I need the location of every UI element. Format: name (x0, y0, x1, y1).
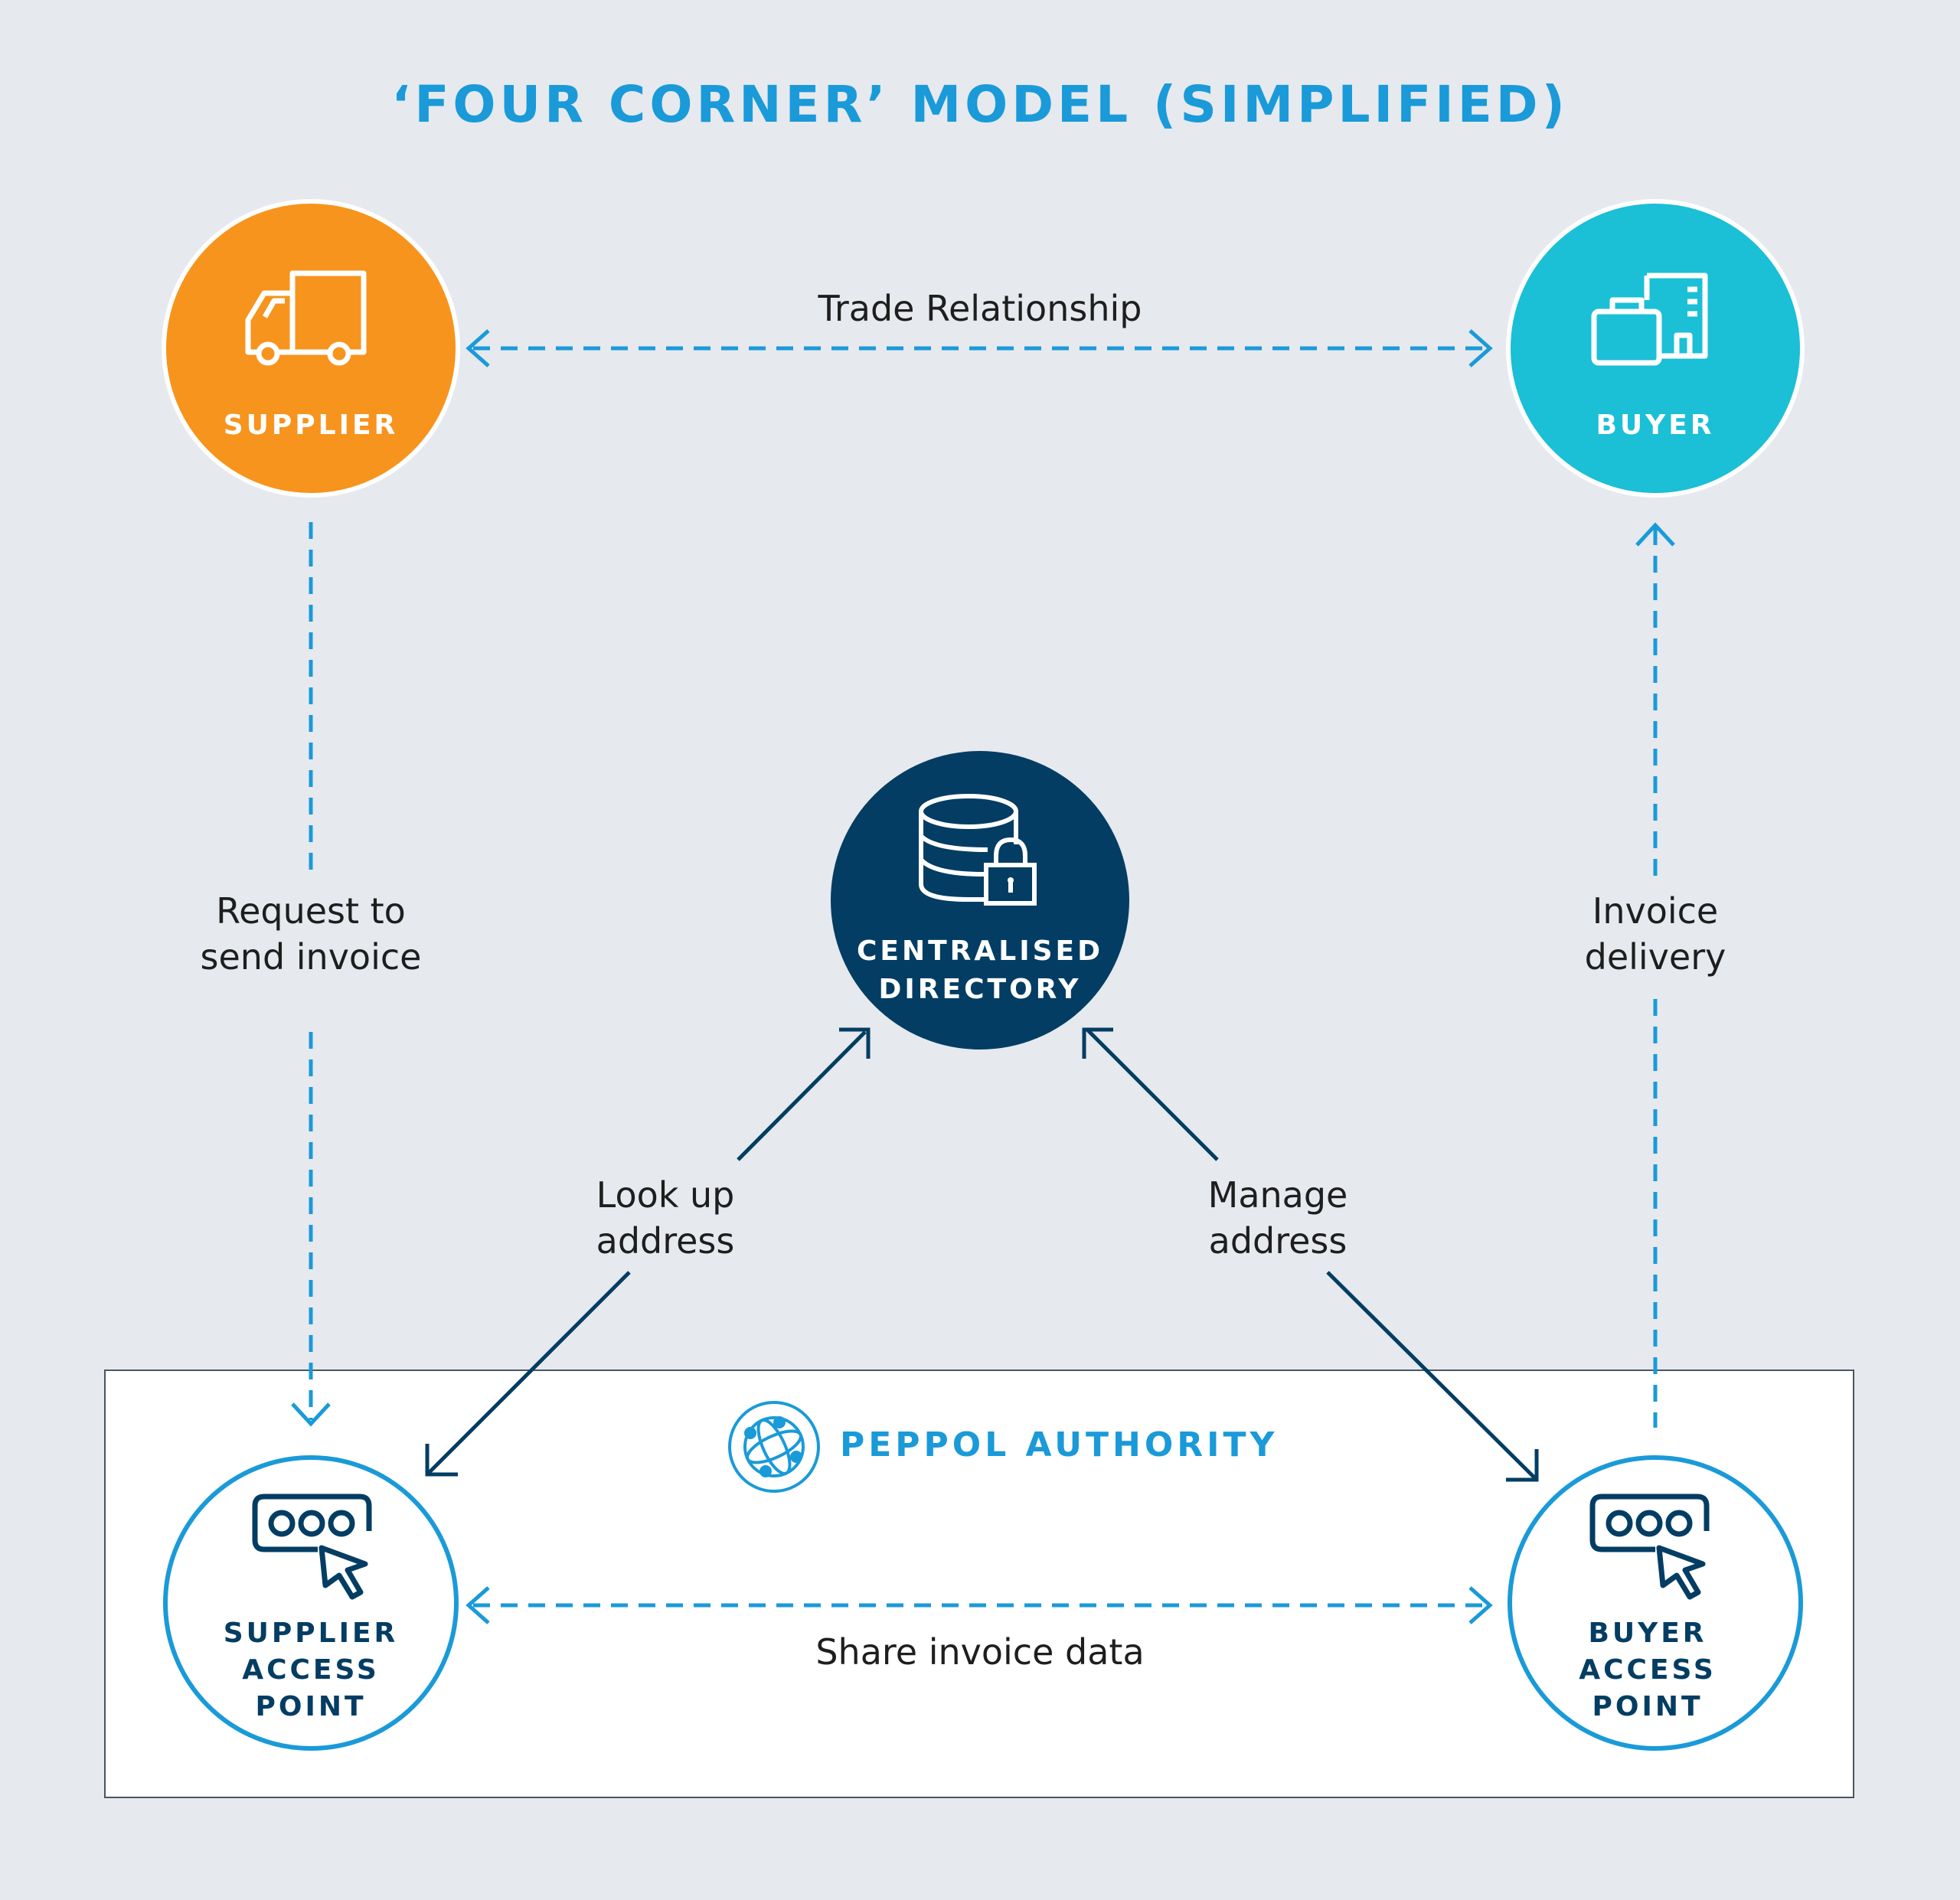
supplier-access-point-label: SUPPLIER ACCESS POINT (223, 1618, 399, 1722)
trade-relationship-label: Trade Relationship (818, 288, 1142, 329)
diagram-title: ‘FOUR CORNER’ MODEL (SIMPLIFIED) (391, 75, 1569, 134)
share-invoice-data-arrow (466, 1586, 1493, 1624)
buyer-access-point-label: BUYER ACCESS POINT (1579, 1618, 1717, 1722)
buyer-access-point-node (1508, 1455, 1803, 1751)
database-lock-icon (919, 794, 1037, 906)
invoice-delivery-label: Invoice delivery (1584, 890, 1726, 978)
request-invoice-label: Request to send invoice (200, 890, 422, 978)
look-up-address-arrow (425, 1027, 871, 1477)
invoice-delivery-arrow (1635, 522, 1675, 1428)
buyer-label: BUYER (1596, 410, 1715, 441)
share-invoice-data-label: Share invoice data (815, 1631, 1145, 1673)
supplier-node (162, 199, 460, 498)
briefcase-building-icon (1591, 273, 1708, 366)
access-point-cursor-icon (1589, 1494, 1710, 1600)
supplier-access-point-node (163, 1455, 459, 1751)
manage-address-arrow (1082, 1027, 1539, 1482)
request-invoice-arrow (291, 522, 331, 1427)
buyer-node (1506, 199, 1805, 498)
directory-label: CENTRALISED DIRECTORY (856, 935, 1103, 1005)
access-point-cursor-icon (252, 1494, 372, 1600)
look-up-address-label: Look up address (596, 1174, 735, 1262)
manage-address-label: Manage address (1207, 1174, 1348, 1262)
globe-network-icon (728, 1401, 820, 1493)
centralised-directory-node (831, 751, 1129, 1050)
trade-relationship-arrow (466, 329, 1493, 367)
delivery-truck-icon (245, 270, 367, 366)
supplier-label: SUPPLIER (223, 410, 399, 441)
peppol-authority-label: PEPPOL AUTHORITY (840, 1425, 1279, 1464)
